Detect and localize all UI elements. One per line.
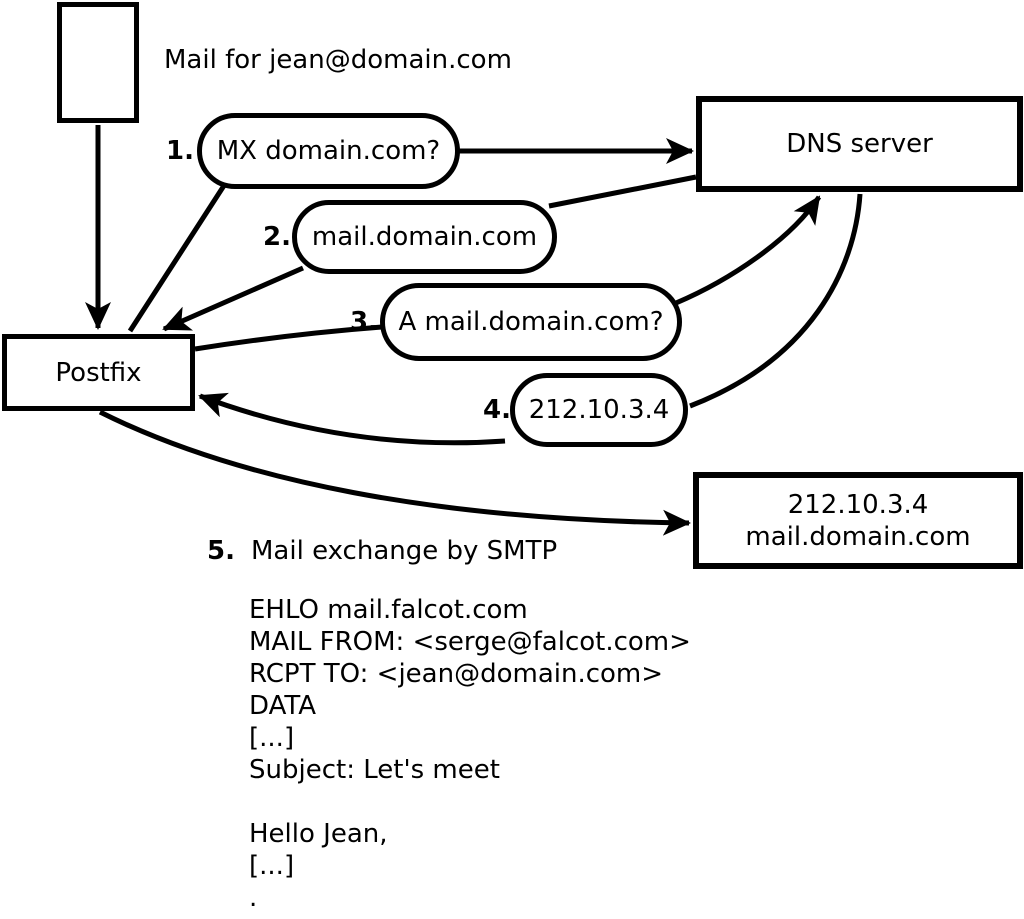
arrow-pill3-to-dns (675, 195, 822, 306)
smtp-session-text: EHLO mail.falcot.com MAIL FROM: <serge@f… (249, 595, 691, 913)
step-1-label: MX domain.com? (216, 136, 441, 166)
line-postfix-to-pill1 (127, 182, 228, 333)
step-2-pill: mail.domain.com (292, 200, 557, 274)
dns-server-box: DNS server (696, 96, 1023, 192)
step-2-number: 2. (263, 222, 291, 252)
mail-server-box: 212.10.3.4 mail.domain.com (693, 472, 1023, 569)
step-1-pill: MX domain.com? (197, 113, 460, 189)
line-dns-to-pill4 (689, 193, 863, 409)
diagram-title: Mail for jean@domain.com (164, 45, 512, 75)
step-4-label: 212.10.3.4 (528, 395, 670, 425)
step-5-label: Mail exchange by SMTP (251, 536, 558, 566)
step-2-label: mail.domain.com (311, 222, 538, 252)
step-3-number: 3. (350, 307, 378, 337)
step-4-pill: 212.10.3.4 (510, 373, 688, 447)
step-4-number: 4. (483, 395, 511, 425)
dns-server-label: DNS server (786, 129, 933, 159)
incoming-mail-box (57, 2, 139, 123)
postfix-box: Postfix (2, 334, 195, 411)
arrow-postfix-to-mailserver (98, 409, 691, 536)
postfix-label: Postfix (55, 357, 142, 388)
mail-server-ip: 212.10.3.4 (787, 489, 929, 520)
arrow-pill4-to-postfix (198, 392, 506, 446)
step-3-pill: A mail.domain.com? (380, 283, 682, 361)
line-postfix-to-pill3 (194, 324, 383, 352)
step-1-number: 1. (166, 136, 194, 166)
line-dns-to-pill2 (548, 174, 697, 209)
mail-server-hostname: mail.domain.com (745, 521, 971, 552)
step-3-label: A mail.domain.com? (398, 307, 664, 337)
step-5-number: 5. (207, 536, 235, 566)
arrow-pill2-to-postfix (162, 265, 305, 332)
